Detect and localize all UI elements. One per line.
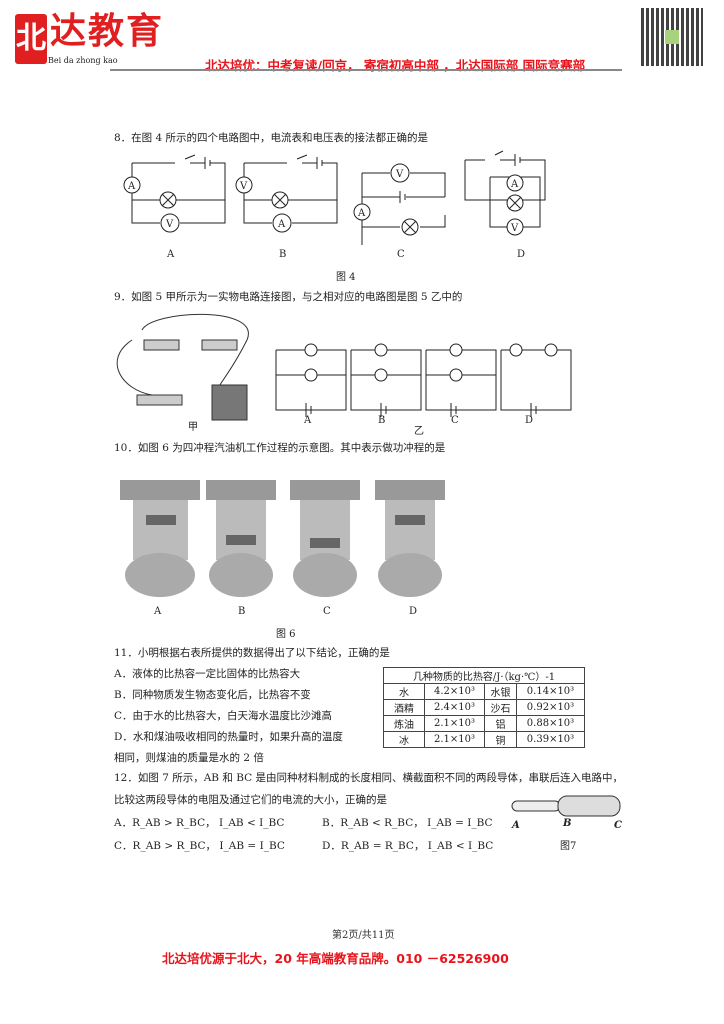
label-8c: C	[397, 249, 405, 260]
table-cell: 水	[383, 683, 425, 700]
label-10d: D	[409, 606, 418, 617]
label-10b: B	[238, 606, 246, 617]
table-cell: 沙石	[484, 699, 517, 716]
figure-5-yi-label: 乙	[414, 426, 424, 437]
table-cell: 4.2×10³	[424, 683, 485, 700]
figure-4-circuits: A V V A V A A V	[123, 150, 546, 245]
figure-7-label-a: A	[512, 820, 520, 831]
svg-text:A: A	[357, 208, 366, 219]
table-cell: 2.1×10³	[424, 715, 485, 732]
question-8: 8．在图 4 所示的四个电路图中，电流表和电压表的接法都正确的是	[114, 132, 429, 144]
header-divider	[110, 69, 622, 71]
label-8b: B	[279, 249, 287, 260]
question-12-line1: 12．如图 7 所示，AB 和 BC 是由同种材料制成的长度相同、横截面积不同的…	[114, 772, 623, 784]
option-11d-continued: 相同，则煤油的质量是水的 2 倍	[114, 752, 264, 764]
label-9a: A	[304, 415, 312, 426]
logo-text: 达教育	[50, 10, 165, 52]
circuit-9a	[275, 343, 347, 417]
circuit-9b	[350, 343, 422, 417]
table-cell: 2.1×10³	[424, 731, 485, 748]
figure-7-label-c: C	[614, 820, 622, 831]
svg-text:A: A	[277, 219, 286, 230]
svg-text:A: A	[510, 179, 519, 190]
label-8a: A	[167, 249, 175, 260]
circuit-8d: A V	[464, 150, 546, 236]
table-cell: 水银	[484, 683, 517, 700]
circuit-8c: V A	[353, 163, 446, 245]
option-11d: D．水和煤油吸收相同的热量时，如果升高的温度	[114, 731, 343, 743]
figure-6-caption: 图 6	[276, 629, 296, 640]
table-cell: 0.88×10³	[516, 715, 585, 732]
figure-7-label-b: B	[563, 818, 572, 829]
engine-b	[206, 480, 276, 597]
engine-d	[375, 480, 445, 597]
table-cell: 酒精	[383, 699, 425, 716]
option-11a: A．液体的比热容一定比固体的比热容大	[114, 668, 301, 680]
svg-text:V: V	[165, 219, 174, 230]
table-cell: 铜	[484, 731, 517, 748]
question-11: 11．小明根据右表所提供的数据得出了以下结论，正确的是	[114, 647, 390, 659]
circuit-9d	[500, 343, 572, 417]
table-cell: 炼油	[383, 715, 425, 732]
qr-code	[641, 8, 703, 66]
table-title: 几种物质的比热容/J·（kg·℃）-1	[383, 667, 585, 684]
option-12a: A．R_AB > R_BC， I_AB < I_BC	[114, 817, 285, 829]
figure-5-yi-circuits	[275, 343, 572, 417]
circuit-8a: A V	[123, 154, 226, 233]
option-12d: D．R_AB = R_BC， I_AB < I_BC	[322, 840, 494, 852]
label-10a: A	[154, 606, 162, 617]
question-9: 9．如图 5 甲所示为一实物电路连接图，与之相对应的电路图是图 5 乙中的	[114, 291, 463, 303]
engine-c	[290, 480, 360, 597]
table-cell: 0.14×10³	[516, 683, 585, 700]
figure-4-caption: 图 4	[336, 272, 356, 283]
figure-7-caption: 图7	[560, 841, 577, 852]
header-slogan: 北达培优：中考复读/回京， 寄宿初高中部 ，北达国际部 国际竞赛部	[205, 58, 586, 73]
option-11c: C．由于水的比热容大，白天海水温度比沙滩高	[114, 710, 333, 722]
question-12-line2: 比较这两段导体的电阻及通过它们的电流的大小，正确的是	[114, 794, 387, 806]
logo-mark: 北	[15, 14, 47, 64]
label-10c: C	[323, 606, 331, 617]
circuit-8b: V A	[235, 154, 338, 233]
page-number: 第2页/共11页	[332, 930, 395, 941]
svg-text:V: V	[510, 223, 519, 234]
svg-text:A: A	[127, 181, 136, 192]
question-10: 10．如图 6 为四冲程汽油机工作过程的示意图。其中表示做功冲程的是	[114, 442, 446, 454]
label-8d: D	[517, 249, 526, 260]
table-cell: 2.4×10³	[424, 699, 485, 716]
table-cell: 0.92×10³	[516, 699, 585, 716]
label-9c: C	[451, 415, 459, 426]
table-cell: 冰	[383, 731, 425, 748]
svg-text:V: V	[395, 169, 404, 180]
option-12c: C．R_AB > R_BC， I_AB = I_BC	[114, 840, 285, 852]
figure-6-engines	[120, 480, 445, 597]
option-12b: B．R_AB < R_BC， I_AB = I_BC	[322, 817, 493, 829]
engine-a	[120, 480, 200, 597]
footer-slogan: 北达培优源于北大，20 年高端教育品牌。010 －62526900	[162, 951, 509, 966]
figure-7-conductor	[511, 795, 621, 817]
option-11b: B．同种物质发生物态变化后，比热容不变	[114, 689, 311, 701]
circuit-9c	[425, 343, 497, 417]
svg-text:V: V	[239, 181, 248, 192]
figure-5-jia-label: 甲	[188, 422, 198, 433]
label-9b: B	[378, 415, 386, 426]
label-9d: D	[525, 415, 534, 426]
figure-5-jia-physical	[116, 313, 249, 421]
table-cell: 铝	[484, 715, 517, 732]
logo-subtitle: Bei da zhong kao	[48, 56, 118, 65]
table-cell: 0.39×10³	[516, 731, 585, 748]
